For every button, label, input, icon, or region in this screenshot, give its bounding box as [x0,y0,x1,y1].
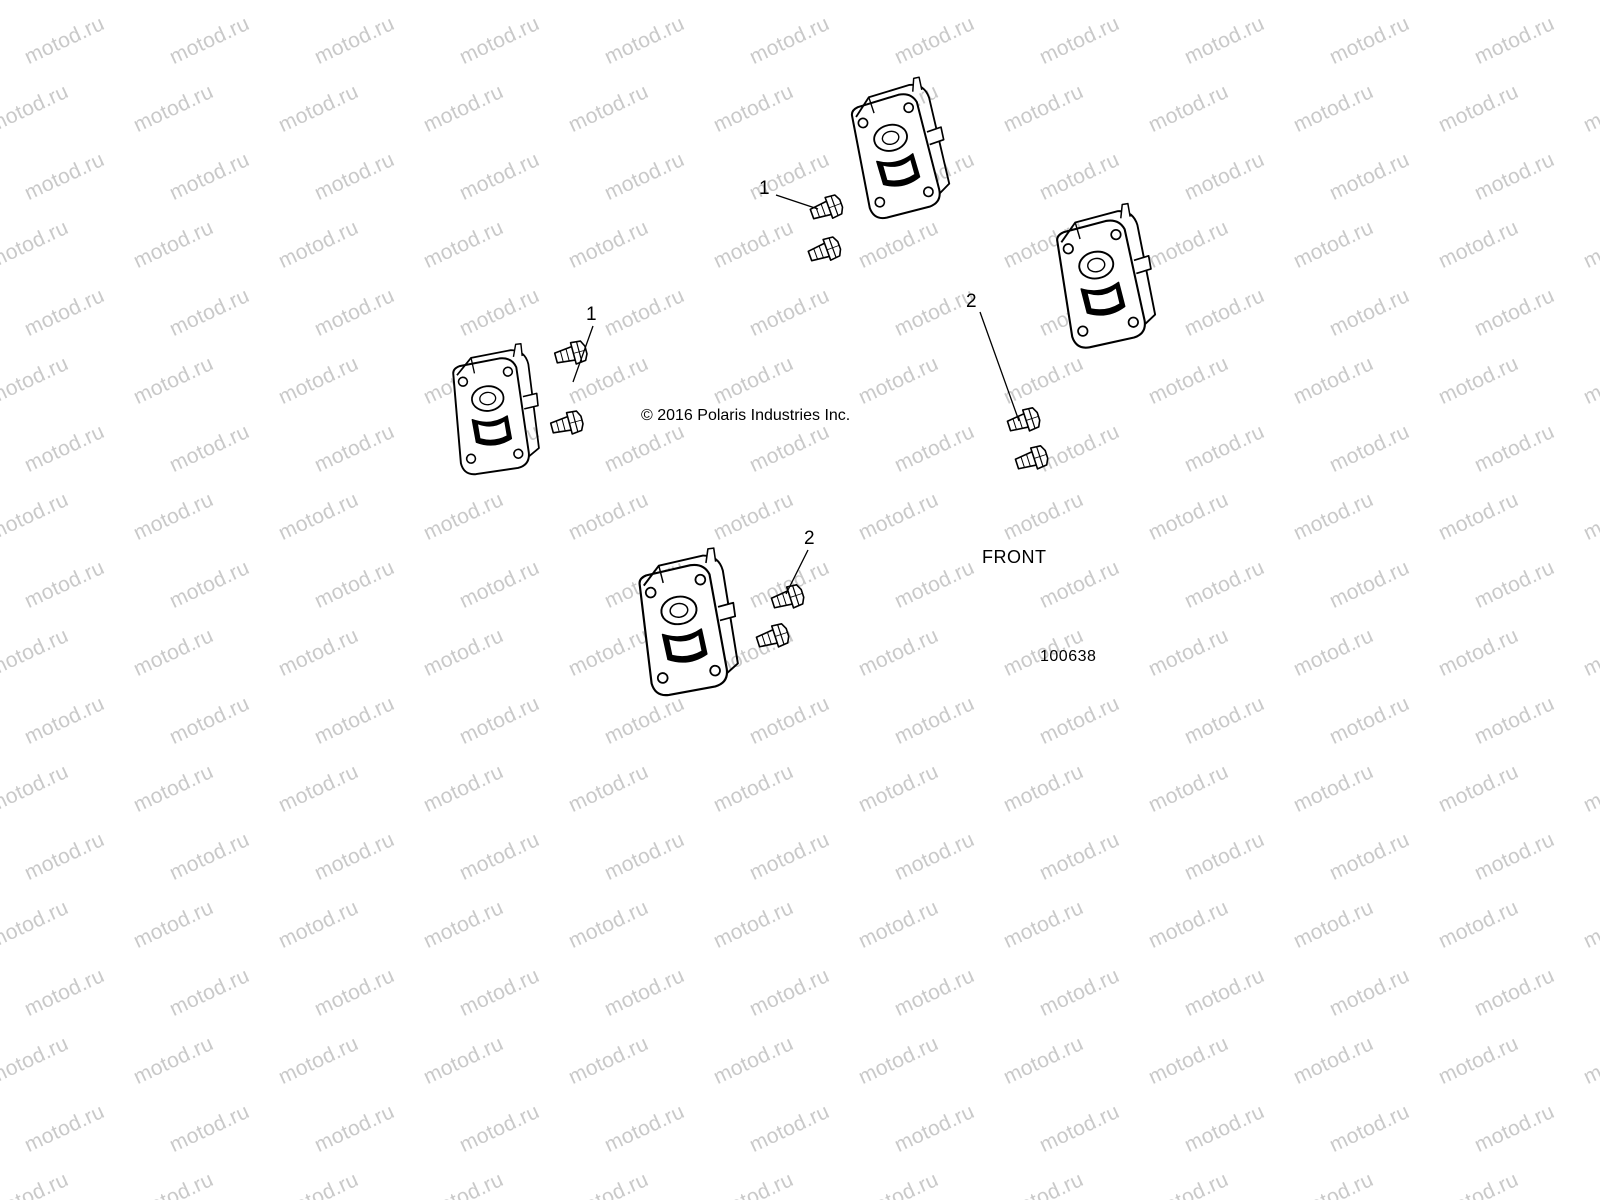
brake-caliper-top [844,73,959,222]
front-orientation-label: FRONT [982,547,1047,567]
bolt-icon [768,582,807,615]
bolt-icon [1004,405,1043,438]
brake-caliper-bottom [633,545,746,699]
callout-number: 1 [586,304,597,325]
bolt-icon [1012,443,1051,476]
copyright-text: © 2016 Polaris Industries Inc. [641,407,851,424]
leader-line [785,549,809,595]
leader-line [979,311,1020,422]
brake-caliper-left [448,341,546,477]
diagram-number: 100638 [1040,648,1097,665]
callout-number: 1 [759,178,770,199]
bolt-icon [753,621,792,654]
callout-number: 2 [966,291,977,312]
callout-number: 2 [804,528,815,549]
brake-caliper-right [1050,200,1164,351]
bolt-icon [548,408,586,440]
leader-line [572,325,594,383]
leader-line [775,194,819,210]
bolt-icon [805,234,844,268]
bolt-icon [807,192,846,226]
